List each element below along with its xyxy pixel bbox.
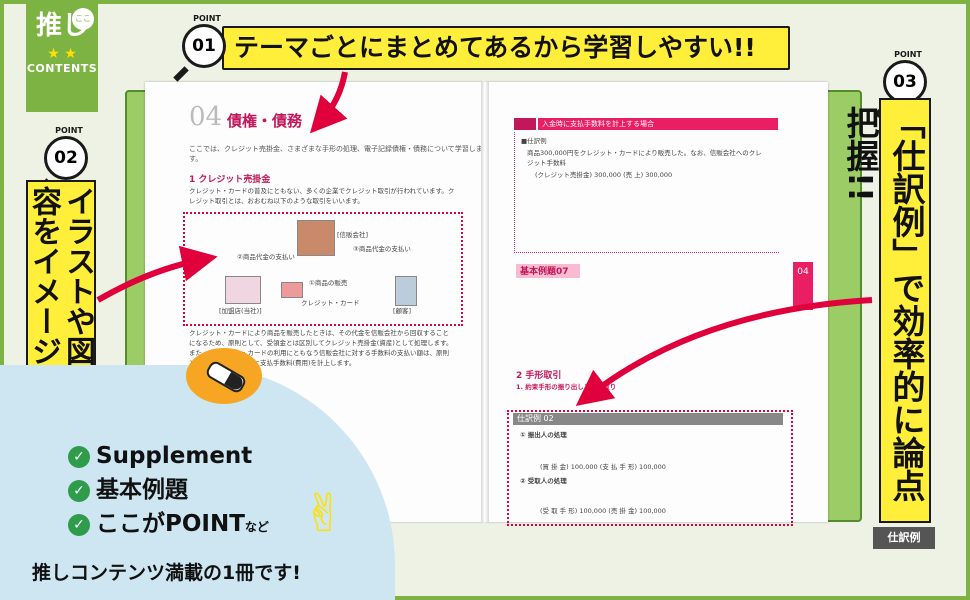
illus-label: [顧客]: [393, 307, 412, 315]
illus-label: ③商品代金の支払い: [353, 245, 411, 253]
point-number: 01: [192, 36, 216, 56]
feature-suffix: など: [244, 520, 269, 534]
ref-line: 商品300,000円をクレジット・カードにより販売した。なお、信販会社へのクレジ…: [527, 149, 762, 167]
point1-callout: テーマごとにまとめてあるから学習しやすい!!: [222, 26, 790, 70]
check-icon: ✓: [68, 445, 90, 468]
reference-heading: 入金時に支払手数料を計上する場合: [538, 118, 778, 130]
product-box-icon: [281, 282, 303, 298]
illus-label: [信販会社]: [337, 231, 369, 239]
reference-box: ■仕訳例 商品300,000円をクレジット・カードにより販売した。なお、信販会社…: [514, 132, 779, 253]
journal-example-heading: 仕訳例 02: [513, 413, 783, 425]
star-icon: ★ ★: [47, 46, 77, 62]
subsection-heading: 1. 約束手形の振り出しと受け取り: [516, 383, 617, 391]
point1-magnifier-icon: POINT 01: [173, 14, 226, 82]
point-number: 03: [893, 72, 917, 92]
illus-label: [加盟店(当社)]: [219, 307, 262, 315]
paragraph: クレジット・カードにより商品を販売したときは、その代金を信販会社から回収すること…: [189, 329, 453, 367]
point3-magnifier-icon: POINT 03: [874, 50, 927, 118]
feature-item: ✓ 基本例題: [68, 474, 188, 506]
closing-tagline: 推しコンテンツ満載の1冊です!: [32, 562, 301, 584]
badge-corner: ここが: [72, 8, 94, 45]
check-icon: ✓: [68, 479, 90, 502]
chapter-side-tab: 04: [793, 262, 813, 310]
arrow-to-title: [309, 71, 348, 134]
peace-hand-icon: ✌: [302, 484, 346, 544]
illus-label: クレジット・カード: [301, 299, 360, 307]
section-heading: 2 手形取引: [516, 371, 562, 381]
book-gutter: [481, 82, 489, 522]
journal-example-tag: 仕訳例: [873, 527, 935, 549]
ref-line: ■仕訳例: [521, 137, 547, 145]
feature-item: ✓ ここがPOINTなど: [68, 508, 269, 540]
right-page: [486, 82, 828, 522]
reference-tag: [514, 118, 536, 130]
check-icon: ✓: [68, 513, 90, 536]
feature-item: ✓ Supplement: [68, 440, 252, 472]
illustration-box: [信販会社] ②商品代金の支払い ③商品代金の支払い ①商品の販売 クレジット・…: [183, 212, 463, 326]
journal-line: ① 振出人の処理: [520, 431, 567, 439]
point-number: 02: [54, 148, 78, 168]
chapter-number: 04: [189, 102, 223, 132]
feature-label: 基本例題: [96, 477, 188, 503]
feature-label: ここがPOINT: [96, 511, 245, 537]
point-label: POINT: [193, 14, 221, 23]
building-icon: [297, 220, 335, 256]
point-label: POINT: [55, 126, 83, 135]
ref-line: (クレジット売掛金) 300,000 (売 上) 300,000: [535, 171, 673, 179]
point2-magnifier-icon: POINT 02: [35, 126, 88, 194]
badge-subtitle: CONTENTS: [26, 62, 98, 75]
journal-example-box: [507, 410, 793, 526]
shop-icon: [225, 276, 261, 304]
chapter-title: 債権・債務: [227, 112, 303, 130]
section-heading: 1 クレジット売掛金: [189, 175, 271, 185]
contents-badge: 推し ここが ★ ★ CONTENTS: [26, 0, 98, 112]
journal-line: (受 取 手 形) 100,000 (売 掛 金) 100,000: [540, 507, 666, 515]
chapter-intro: ここでは、クレジット売掛金、さまざまな手形の処理、電子記録債権・債務について学習…: [189, 145, 483, 163]
journal-line: ② 受取人の処理: [520, 477, 567, 485]
example-tag: 基本例題07: [516, 264, 580, 278]
customer-icon: [395, 276, 417, 306]
illus-label: ①商品の販売: [309, 279, 348, 287]
point3-callout: 「仕訳例」で効率的に論点把握!!: [841, 98, 931, 523]
paragraph: クレジット・カードの普及にともない、多くの企業でクレジット取引が行われています。…: [189, 187, 455, 205]
illus-label: ②商品代金の支払い: [237, 253, 295, 261]
point-label: POINT: [894, 50, 922, 59]
arrow-to-journal-example: [575, 297, 873, 407]
feature-label: Supplement: [96, 443, 253, 469]
arrow-to-illustration: [96, 245, 218, 303]
journal-line: (買 掛 金) 100,000 (支 払 手 形) 100,000: [540, 463, 666, 471]
point1-text: テーマごとにまとめてあるから学習しやすい!!: [234, 33, 756, 62]
